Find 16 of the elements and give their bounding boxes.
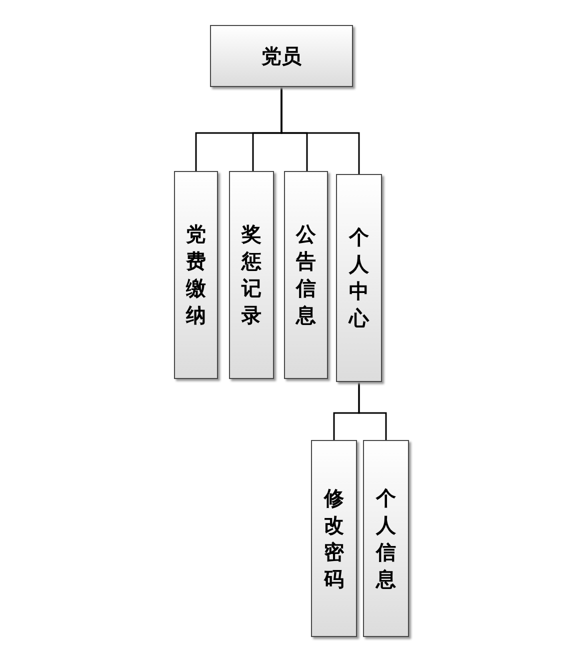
node-label: 党费缴纳 [186, 221, 206, 329]
module-box [284, 171, 328, 379]
node-label: 修改密码 [324, 484, 344, 592]
module-box [174, 171, 218, 379]
module-box [363, 440, 409, 637]
module-box [336, 174, 382, 382]
connector-line [358, 382, 387, 440]
node-label: 公告信息 [296, 221, 316, 329]
node-label: 个人中心 [349, 224, 369, 332]
node-label: 奖惩记录 [242, 221, 262, 329]
connector-line [280, 87, 360, 174]
node-label: 党员 [262, 42, 302, 70]
root-box [210, 25, 353, 87]
module-box [229, 171, 274, 379]
module-box [311, 440, 357, 637]
node-label: 个人信息 [376, 484, 396, 592]
